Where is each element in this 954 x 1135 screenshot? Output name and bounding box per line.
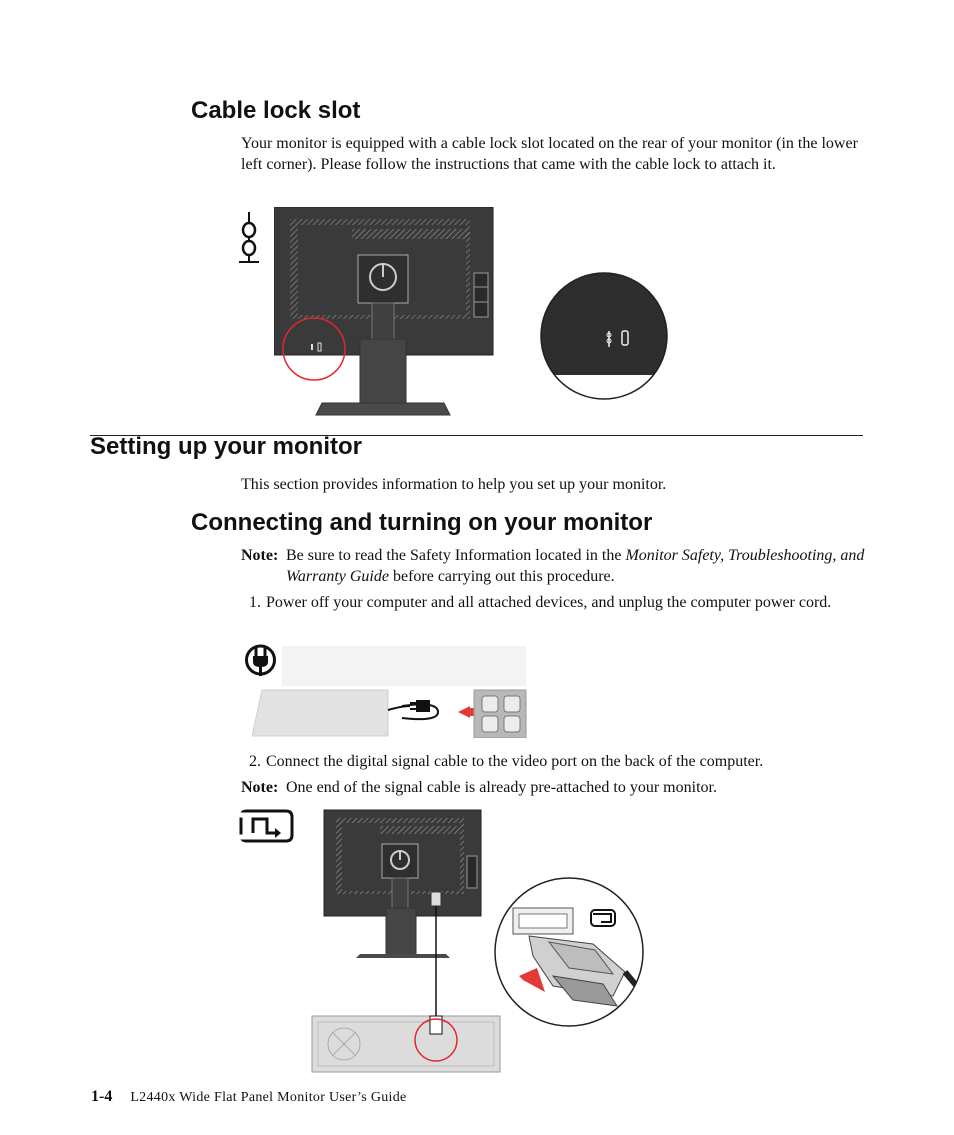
step-1-text: Power off your computer and all attached…	[266, 594, 832, 611]
footer-title: L2440x Wide Flat Panel Monitor User’s Gu…	[130, 1090, 407, 1105]
note-label: Note:	[241, 547, 279, 564]
note-1: Note:	[241, 545, 861, 566]
unplug-illustration	[252, 646, 527, 738]
cable-lock-paragraph: Your monitor is equipped with a cable lo…	[241, 135, 858, 173]
step-1-number: 1.	[249, 594, 261, 611]
note-1-text-before: Be sure to read the Safety Information l…	[286, 547, 622, 564]
connecting-heading: Connecting and turning on your monitor	[191, 509, 653, 536]
note-2-text: One end of the signal cable is already p…	[286, 779, 717, 796]
setting-up-heading: Setting up your monitor	[90, 433, 362, 460]
step-2-number: 2.	[249, 753, 261, 770]
page-number: 1-4	[91, 1088, 113, 1105]
note-1-text-after: before carrying out this procedure.	[392, 568, 615, 585]
section-divider	[90, 435, 863, 436]
lock-slot-zoom	[540, 272, 668, 400]
monitor-rear-illustration	[274, 207, 494, 416]
note-2-label: Note:	[241, 779, 279, 796]
power-plug-icon	[245, 644, 276, 676]
signal-cable-icon	[239, 809, 294, 843]
cable-lock-heading: Cable lock slot	[191, 97, 361, 124]
setting-up-paragraph: This section provides information to hel…	[241, 476, 667, 493]
connector-zoom	[494, 877, 644, 1027]
cable-lock-icon	[239, 212, 259, 263]
guide-title: Monitor Safety, Troubleshooting, and War…	[286, 547, 865, 585]
step-2-text: Connect the digital signal cable to the …	[266, 753, 764, 770]
footer: 1-4 L2440x Wide Flat Panel Monitor User’…	[91, 1088, 407, 1106]
note-1-text: Be sure to read the Safety Information l…	[286, 545, 866, 587]
signal-connection-illustration	[311, 809, 501, 1073]
